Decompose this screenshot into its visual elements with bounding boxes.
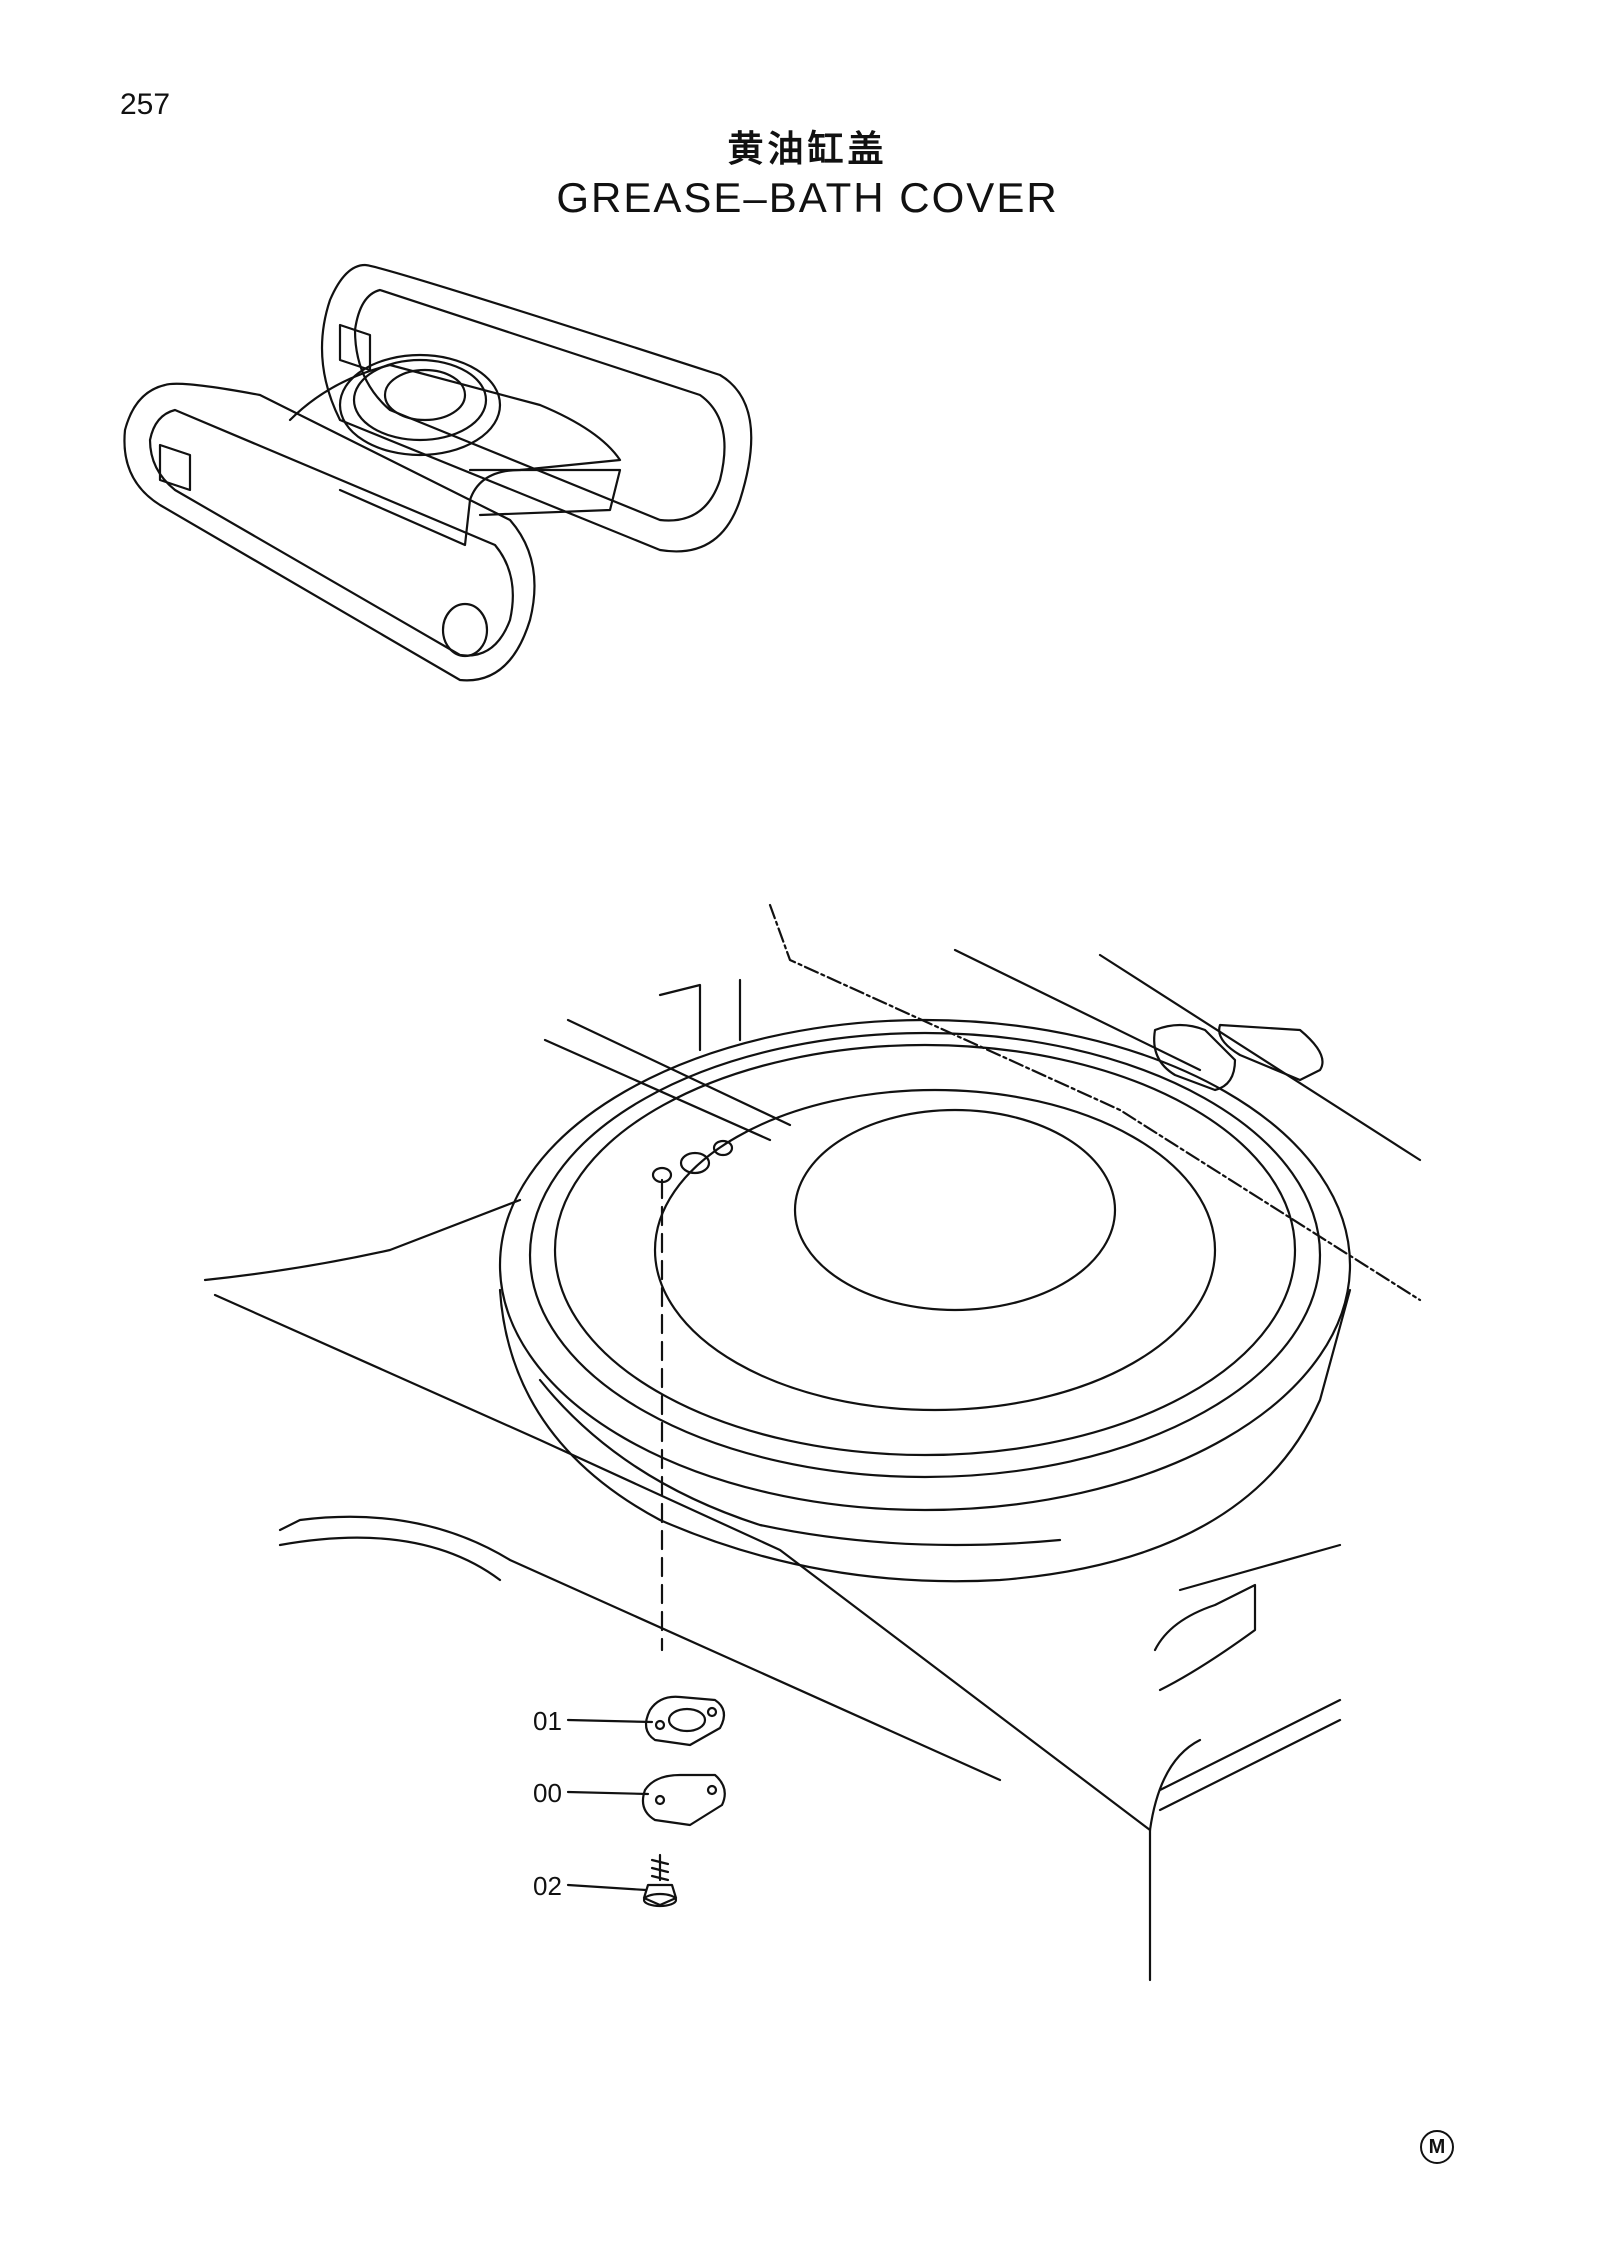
frame-line <box>278 1515 1002 1782</box>
leader-line-02 <box>566 1883 648 1892</box>
page-number: 257 <box>120 88 171 121</box>
gasket-part <box>644 1695 726 1747</box>
frame-line <box>768 903 1422 1302</box>
frame-line <box>1153 1583 1257 1692</box>
leader-line-00 <box>566 1790 650 1796</box>
undercarriage-inset <box>123 263 753 682</box>
callout-00: 00 <box>533 1778 562 1808</box>
gasket-bolt-hole <box>654 1719 666 1731</box>
frame-line <box>1148 1738 1202 1832</box>
frame-line <box>658 983 702 1052</box>
manufacturer-mark: M <box>1420 2130 1454 2164</box>
swing-bearing-mid <box>352 358 488 442</box>
left-track-outer <box>123 382 536 682</box>
frame-line <box>1158 1718 1342 1812</box>
frame-line <box>278 1536 502 1582</box>
frame-line <box>1158 1698 1342 1792</box>
tab-plate <box>1218 1023 1324 1082</box>
idler-wheel <box>441 602 489 658</box>
right-track-outer <box>320 263 753 553</box>
frame-leg <box>468 468 622 517</box>
frame-line <box>1178 1543 1342 1592</box>
cover-bolt-hole <box>654 1794 666 1806</box>
page-title-chinese: 黄油缸盖 <box>727 129 888 170</box>
bearing-ring-2 <box>528 1031 1322 1479</box>
right-track-inner <box>353 288 726 522</box>
grease-hole <box>679 1151 711 1175</box>
bearing-ring-outer <box>498 1018 1352 1512</box>
center-frame <box>288 363 622 547</box>
frame-line <box>543 1038 772 1142</box>
leader-line-01 <box>566 1718 654 1724</box>
left-track-inner <box>148 408 514 657</box>
callout-02: 02 <box>533 1871 562 1901</box>
frame-line <box>953 948 1202 1072</box>
main-assembly <box>203 903 1422 1982</box>
tab-plate <box>1153 1023 1237 1092</box>
frame-line <box>203 1198 522 1282</box>
callout-01: 01 <box>533 1706 562 1736</box>
roller-left <box>158 443 192 492</box>
frame-line <box>213 1293 1152 1832</box>
bearing-ring-4 <box>653 1088 1217 1412</box>
bearing-skirt-inner <box>538 1378 1062 1547</box>
page-title-english: GREASE–BATH COVER <box>556 174 1059 221</box>
bearing-center <box>793 1108 1117 1312</box>
bearing-skirt <box>498 1288 1352 1583</box>
frame-line <box>566 1018 792 1127</box>
roller-right <box>338 323 372 372</box>
cover-bolt-hole <box>706 1784 718 1796</box>
bolt-part <box>642 1853 678 1908</box>
gasket-bolt-hole <box>706 1706 718 1718</box>
swing-bearing-center <box>383 368 467 422</box>
frame-line <box>1098 953 1422 1162</box>
gasket-center-hole <box>667 1707 707 1733</box>
cover-part <box>641 1773 726 1827</box>
grease-hole <box>712 1139 734 1157</box>
swing-bearing-outer <box>338 353 502 457</box>
bearing-ring-3 <box>553 1043 1297 1457</box>
